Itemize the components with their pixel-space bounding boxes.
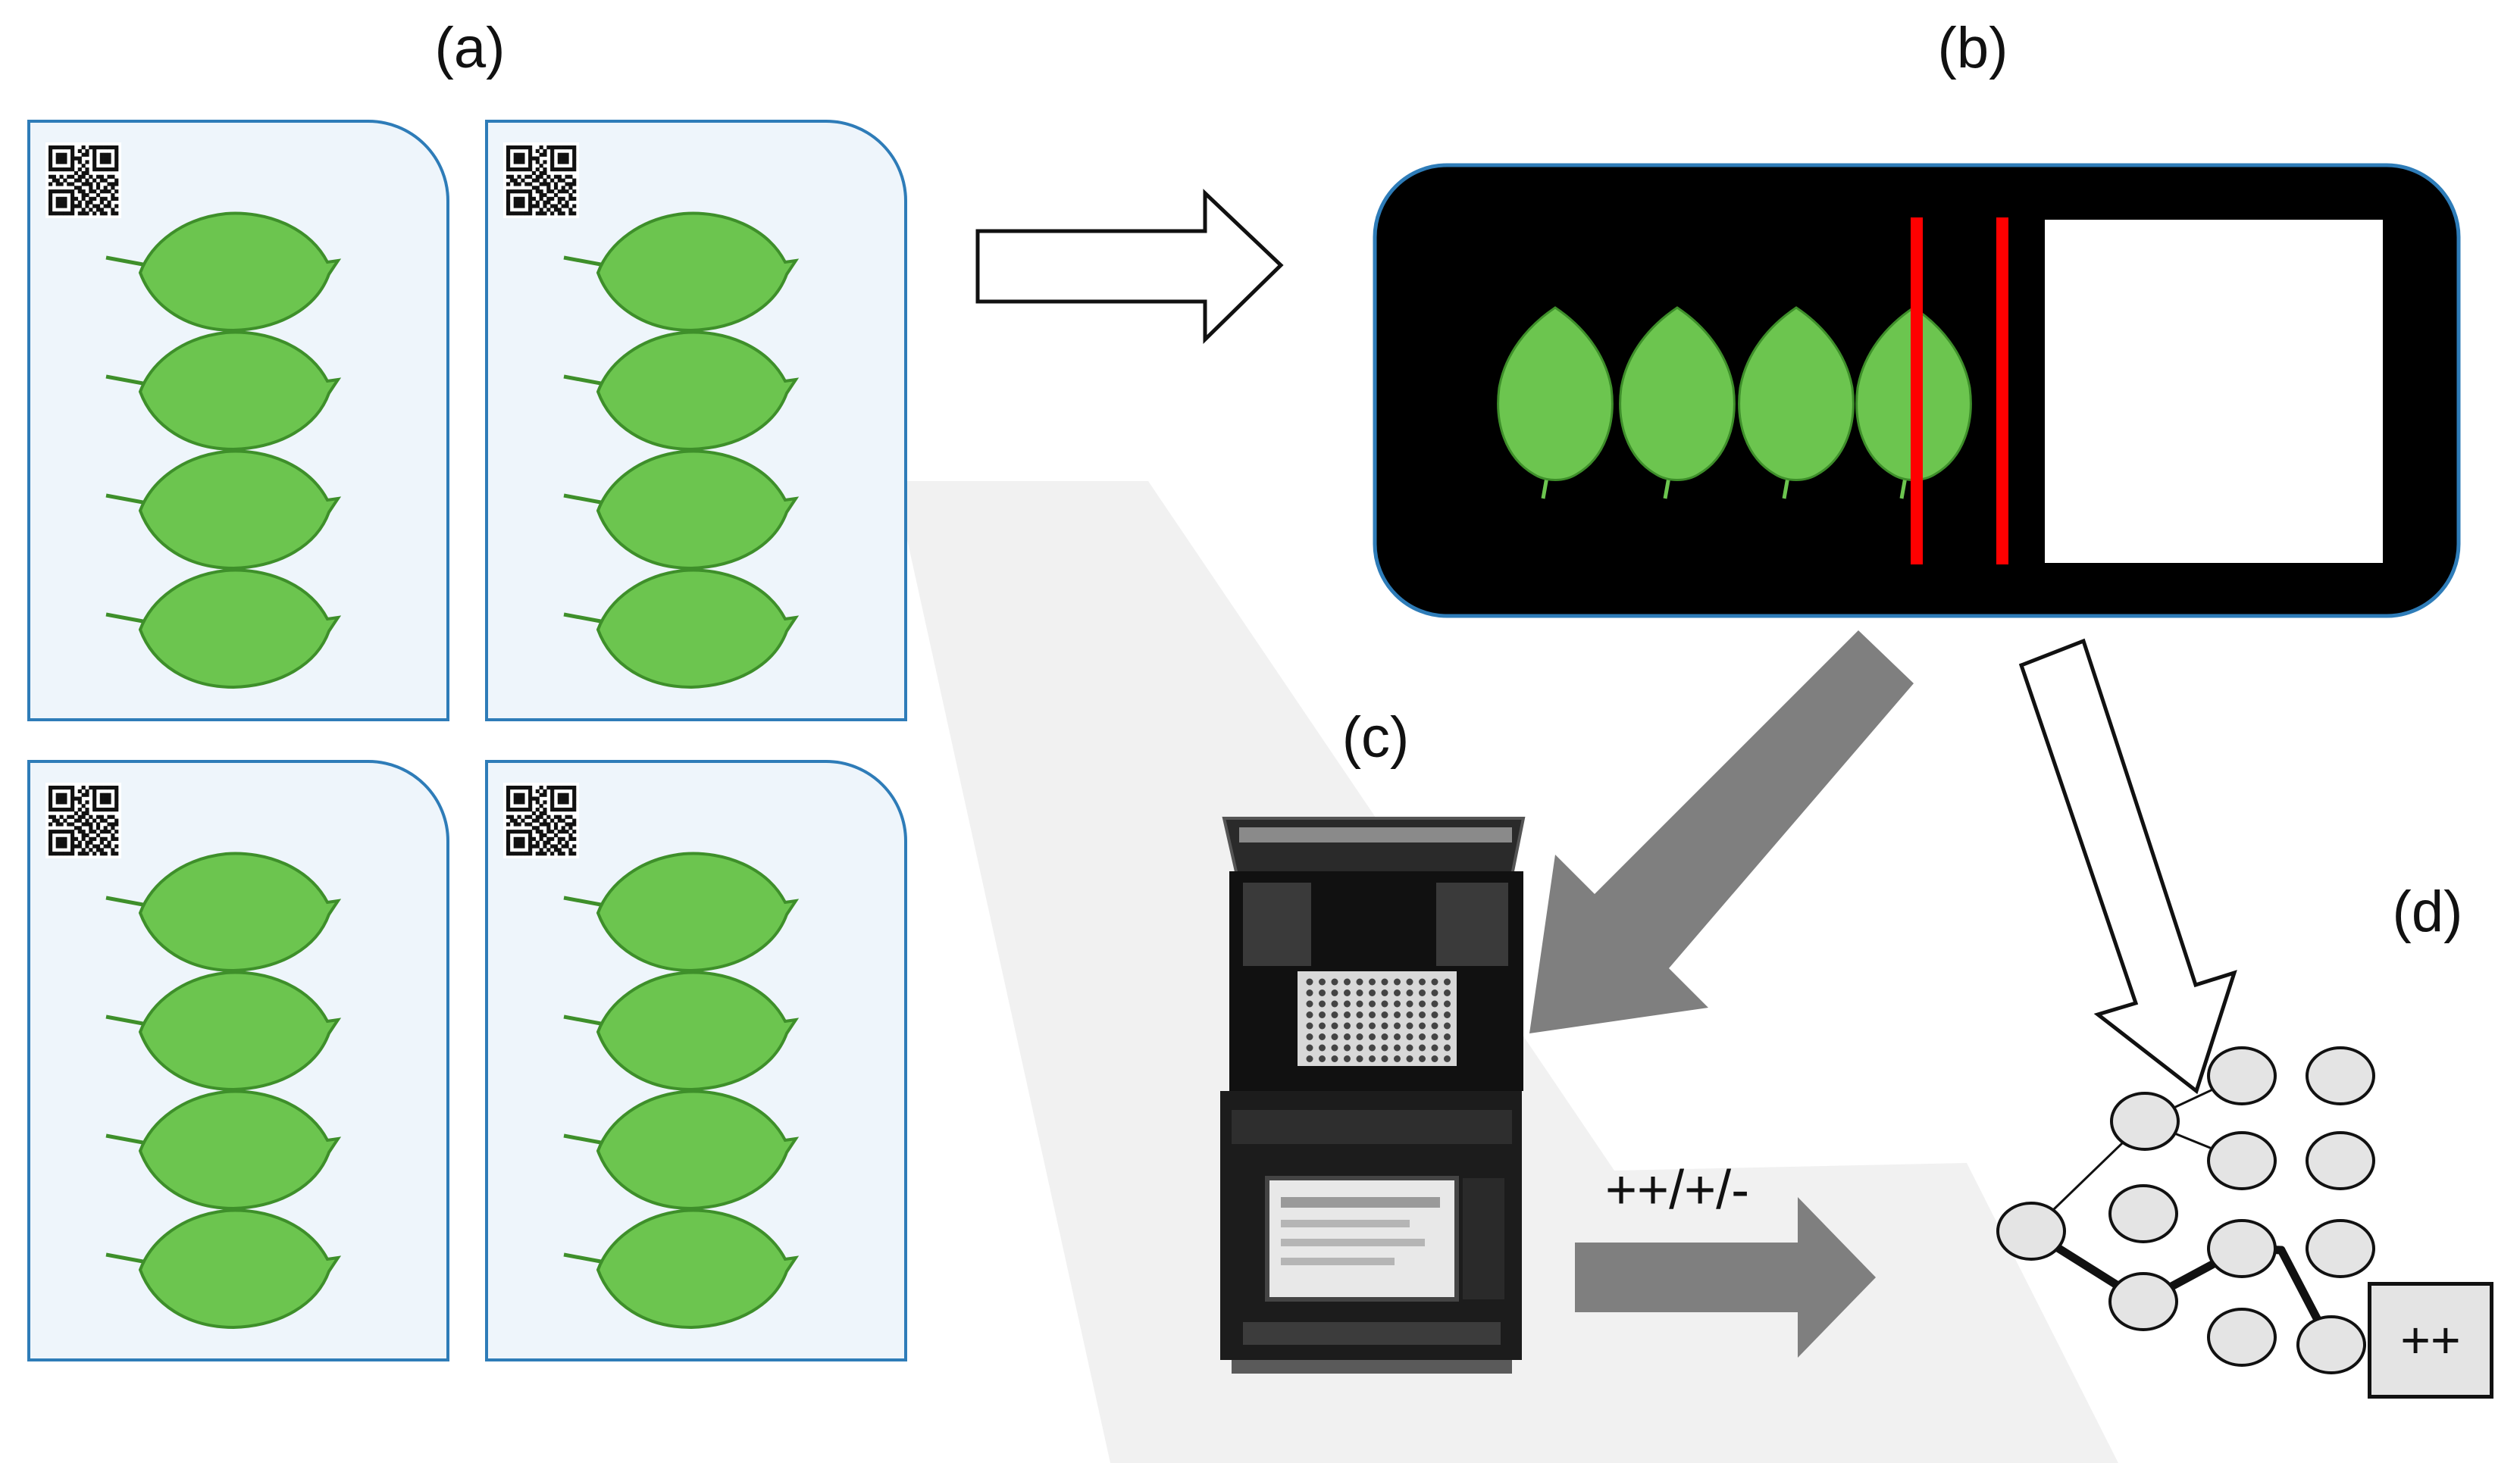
- panel-label-c: (c): [1341, 705, 1410, 770]
- qr-code-icon: [45, 783, 121, 858]
- leaf-icon: [105, 1208, 340, 1329]
- scan-line-2: [1996, 217, 2008, 564]
- panel-label-b: (b): [1937, 16, 2008, 80]
- network-result-label: ++: [2400, 1311, 2461, 1369]
- leaf-icon: [105, 971, 340, 1091]
- leaf-icon: [105, 852, 340, 972]
- qr-code-icon: [45, 142, 121, 218]
- panel-label-a: (a): [434, 16, 506, 80]
- sample-card: [485, 760, 907, 1361]
- leaf-icon: [563, 330, 797, 451]
- leaf-icon: [105, 449, 340, 570]
- scanned-leaf-icon: [1497, 306, 1614, 499]
- scanned-leaf-icon: [1855, 306, 1972, 499]
- network-node: [2207, 1046, 2277, 1105]
- leaf-icon: [563, 1089, 797, 1210]
- sample-card: [27, 120, 449, 721]
- leaf-icon: [563, 1208, 797, 1329]
- result-network: [1996, 1046, 2375, 1374]
- leaf-icon: [105, 211, 340, 333]
- network-node: [2110, 1092, 2180, 1151]
- scan-line-1: [1911, 217, 1923, 564]
- leaf-icon: [563, 971, 797, 1091]
- leaf-icon: [563, 568, 797, 689]
- sample-card: [485, 120, 907, 721]
- network-node: [1996, 1202, 2066, 1261]
- leaf-icon: [105, 330, 340, 451]
- network-result-box: ++: [2368, 1282, 2493, 1399]
- network-node: [2207, 1308, 2277, 1367]
- sample-card: [27, 760, 449, 1361]
- network-node: [2306, 1131, 2375, 1190]
- leaf-icon: [563, 211, 797, 333]
- network-node: [2108, 1272, 2178, 1331]
- qr-code-icon: [503, 142, 579, 218]
- pcr-thermocycler: [1220, 817, 1526, 1374]
- network-node: [2108, 1184, 2178, 1243]
- scanned-leaf-icon: [1619, 306, 1736, 499]
- leaf-icon: [105, 568, 340, 689]
- gray-arrow-b-to-c: [1529, 630, 1914, 1033]
- scanner-reference-window: [2045, 220, 2383, 563]
- sample-well-plate: [1298, 971, 1457, 1066]
- network-node: [2296, 1315, 2366, 1374]
- leaf-scanner: [1373, 163, 2461, 618]
- network-node: [2306, 1219, 2375, 1278]
- leaf-icon: [105, 1089, 340, 1210]
- panel-label-d: (d): [2392, 880, 2463, 944]
- hollow-arrow-b-to-d: [2018, 638, 2237, 1095]
- leaf-icon: [563, 852, 797, 972]
- hollow-arrow-a-to-b: [975, 189, 1284, 344]
- pcr-result-label: ++/+/-: [1605, 1160, 1750, 1221]
- scanned-leaf-icon: [1738, 306, 1855, 499]
- network-node: [2207, 1219, 2277, 1278]
- leaf-icon: [563, 449, 797, 570]
- sample-cards-panel: [27, 120, 907, 1361]
- network-node: [2306, 1046, 2375, 1105]
- thermocycler-lid: [1222, 817, 1526, 877]
- gray-arrow-c-to-d: [1575, 1197, 1876, 1358]
- qr-code-icon: [503, 783, 579, 858]
- network-node: [2207, 1131, 2277, 1190]
